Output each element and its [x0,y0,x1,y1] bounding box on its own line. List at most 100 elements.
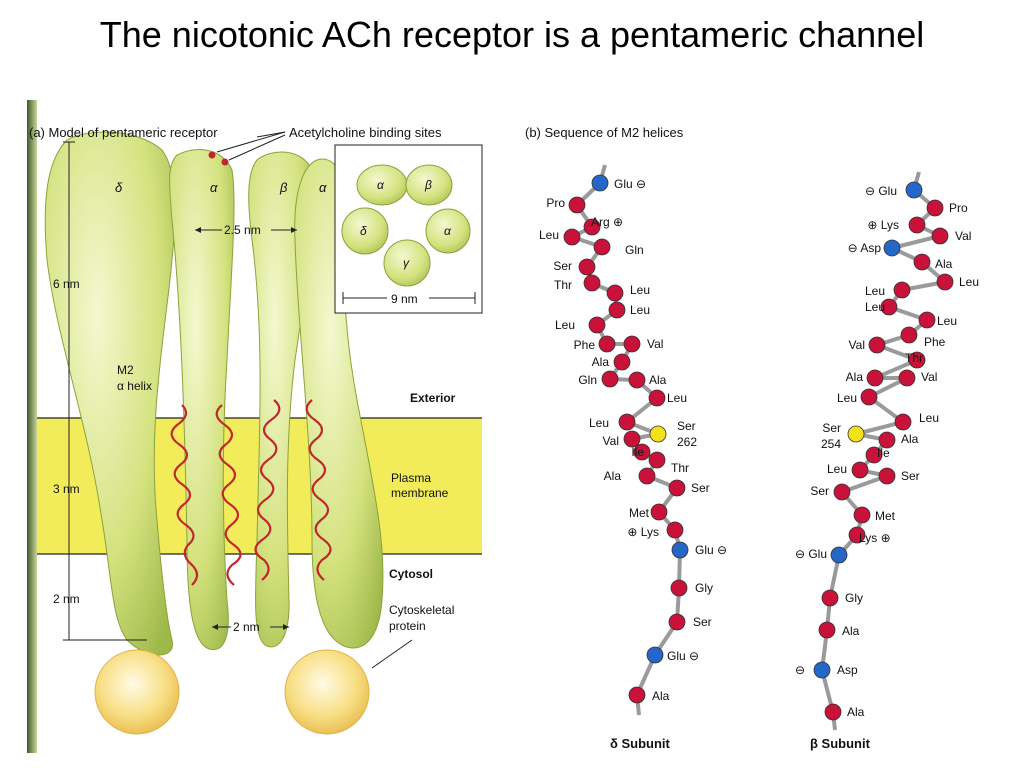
residue-node [908,351,926,369]
plasma-label: Plasma [391,471,431,485]
residue-node [671,541,689,559]
residue-label: Phe [574,338,596,352]
panel-b-heading: (b) Sequence of M2 helices [525,125,684,140]
arrowhead [291,227,297,233]
receptor-figure: 6 nm 3 nm 2 nm (a) Model of pentameric r… [27,100,1024,753]
m2-helix [170,404,199,586]
cytosol-label: Cytosol [389,567,433,581]
residue-label: Leu [827,462,847,476]
residue-node [848,526,866,544]
residue-node [563,228,581,246]
figure-svg: 6 nm 3 nm 2 nm (a) Model of pentameric r… [27,100,979,753]
inset-label-delta: δ [360,224,367,238]
residue-label: Val [921,370,937,384]
residue-label: Glu ⊖ [695,543,727,557]
residue-label: Ser [822,421,841,435]
residue-node [865,446,883,464]
residue-node [578,258,596,276]
residue-label: Ile [877,446,890,460]
cytoskeletal-pointer [371,639,413,669]
dim-6nm: 6 nm [53,277,80,291]
residue-label: 254 [821,437,841,451]
residue-label: Leu [865,284,885,298]
inset-label-gamma: γ [403,256,410,270]
dimension-ruler [63,141,147,641]
residue-label: Thr [671,461,689,475]
residue-label: ⊖ Glu [795,547,827,561]
residue-label: Gln [578,373,597,387]
residue-label: ⊖ Asp [848,241,882,255]
residue-label: Ala [847,705,865,719]
binding-site-dot [208,151,216,159]
subunit-delta-shape [44,131,176,656]
inset-label-alpha-2: α [444,224,452,238]
residue-label: Ala [935,257,953,271]
residue-node [668,479,686,497]
residue-node [623,335,641,353]
residue-label: Gly [695,581,713,595]
residue-node [608,301,626,319]
residue-node [628,686,646,704]
residue-node [628,371,646,389]
residue-label: Leu [630,303,650,317]
bottom-width-label: 2 nm [233,620,260,634]
m2-helix [305,399,332,581]
residue-node [633,443,651,461]
inset-label-bg [387,290,429,306]
residue-label: Val [849,338,865,352]
residue-node [931,227,949,245]
arrowhead [212,624,218,630]
residue-label: Thr [905,351,923,365]
residue-label: Asp [837,663,858,677]
subunit-label-alpha: α [210,180,218,195]
slide-title: The nicotonic ACh receptor is a pentamer… [99,14,925,55]
inset-subunit [425,208,471,254]
residue-label: Leu [589,416,609,430]
subunit-alpha-left-shape [169,149,235,651]
residue-label: Leu [837,391,857,405]
residue-node [883,239,901,257]
residue-label: Lys ⊕ [859,531,891,545]
residue-label: Pro [546,196,565,210]
m2-helix [215,404,242,586]
residue-node [601,370,619,388]
residue-label: Ala [846,370,864,384]
inset-subunit [405,164,453,206]
residue-label: Glu ⊖ [614,177,646,191]
residue-node [894,413,912,431]
residue-node [878,467,896,485]
residue-label: Ala [652,689,670,703]
residue-node [648,389,666,407]
residue-node [613,353,631,371]
residue-node [878,431,896,449]
residue-node [833,483,851,501]
residue-label: Ser [901,469,920,483]
residue-node [908,216,926,234]
alpha-helix-label: α helix [117,379,152,393]
inset-subunit [341,207,389,255]
residue-label: Ser [553,259,572,273]
residue-label: Leu [539,228,559,242]
residue-node [666,521,684,539]
cytoskeletal-protein-left [94,649,180,735]
residue-label: Ala [901,432,919,446]
residue-label: Ser [693,615,712,629]
m2-label: M2 [117,363,134,377]
residue-node [668,613,686,631]
dim-3nm: 3 nm [53,482,80,496]
cytoskeletal-protein-right [284,649,370,735]
inset-label-alpha: α [377,178,385,192]
residue-label: 262 [677,435,697,449]
protein-label: protein [389,619,426,633]
residue-node [847,425,865,443]
residue-label: Ala [592,355,610,369]
beta-subunit-label: β Subunit [810,736,871,751]
residue-label: Leu [555,318,575,332]
arrowhead [283,624,289,630]
residue-label: Ala [842,624,860,638]
residue-node [830,546,848,564]
binding-site-pointer [228,134,286,161]
inset-width-label: 9 nm [391,292,418,306]
inset-label-beta: β [424,178,432,192]
residue-node [936,273,954,291]
